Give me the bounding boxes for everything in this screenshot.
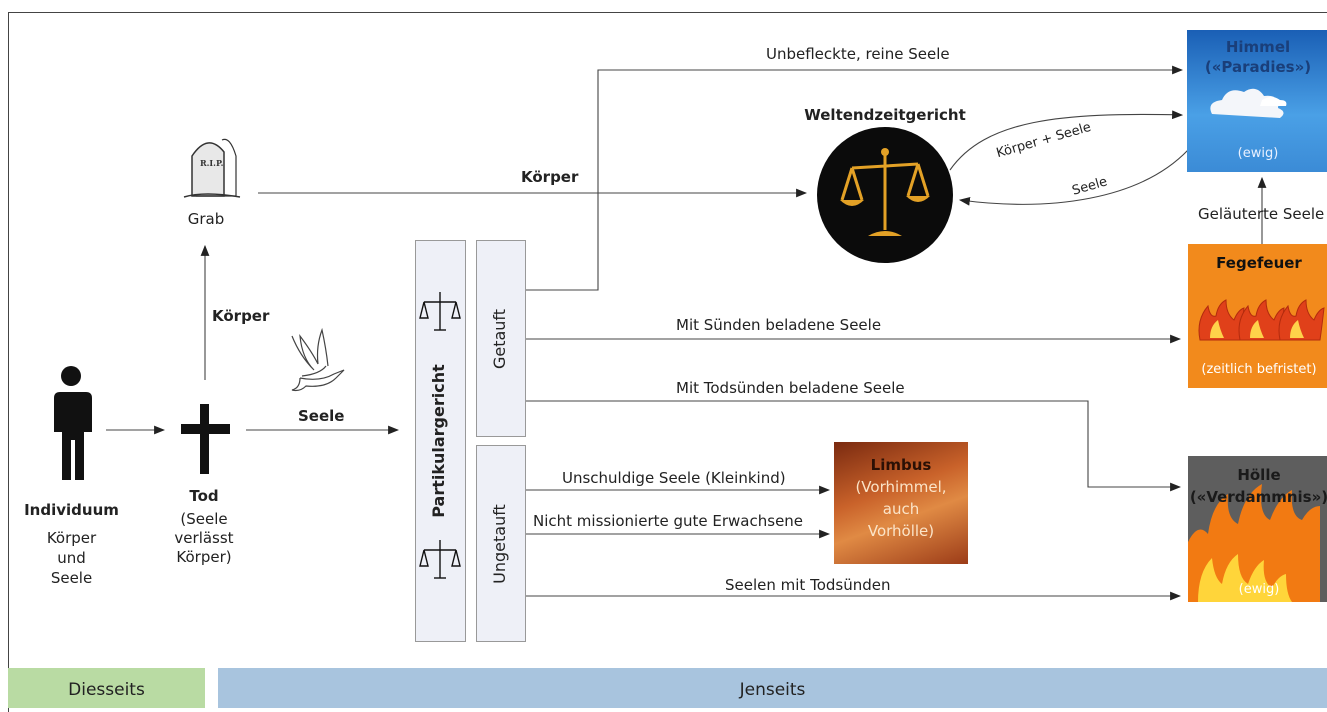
hell-subtitle: («Verdammnis») bbox=[1189, 488, 1327, 506]
purgatory-note: (zeitlich befristet) bbox=[1201, 362, 1317, 377]
individual-title: Individuum bbox=[24, 501, 119, 519]
limbo-line1: (Vorhimmel, bbox=[855, 478, 947, 496]
gravestone-text: R.I.P. bbox=[200, 158, 224, 168]
hell-title: Hölle bbox=[1237, 466, 1281, 484]
death-title: Tod bbox=[189, 487, 219, 505]
arrow-mortal-to-hell bbox=[526, 400, 1182, 492]
baptized-box bbox=[476, 240, 526, 437]
purgatory-title: Fegefeuer bbox=[1216, 254, 1302, 272]
death-line1: (Seele bbox=[180, 510, 228, 528]
arrow-heaven-to-judgment bbox=[958, 149, 1189, 206]
individual-line3: Seele bbox=[50, 569, 93, 587]
arrow-pure-soul-to-heaven bbox=[526, 65, 1184, 291]
heaven-subtitle: («Paradies») bbox=[1204, 58, 1312, 76]
limbo-line3: Vorhölle) bbox=[867, 522, 935, 540]
unmissioned-label: Nicht missionierte gute Erwachsene bbox=[533, 512, 804, 530]
mortal-sins-label: Mit Todsünden beladene Seele bbox=[676, 379, 905, 397]
limbo-title: Limbus bbox=[870, 456, 932, 474]
diagram-frame bbox=[8, 12, 1327, 712]
arrow-judgment-to-heaven bbox=[949, 110, 1184, 171]
hell-note: (ewig) bbox=[1238, 582, 1280, 597]
heaven-title: Himmel bbox=[1225, 38, 1291, 56]
this-world-region: Diesseits bbox=[8, 668, 205, 708]
innocent-label: Unschuldige Seele (Kleinkind) bbox=[562, 469, 786, 487]
hell-flames-icon bbox=[1188, 484, 1320, 602]
beyond-region: Jenseits bbox=[218, 668, 1327, 708]
individual-line1: Körper bbox=[46, 529, 97, 547]
hell-box: Hölle («Verdammnis») (ewig) bbox=[1188, 456, 1327, 602]
limbo-box: Limbus (Vorhimmel, auch Vorhölle) bbox=[834, 442, 968, 564]
limbo-line2: auch bbox=[882, 500, 920, 518]
soul-label: Seele bbox=[298, 407, 345, 425]
purified-label: Geläuterte Seele bbox=[1198, 205, 1325, 223]
unbaptized-box bbox=[476, 445, 526, 642]
final-judgment-title: Weltendzeitgericht bbox=[804, 106, 966, 124]
individual-line2: und bbox=[57, 549, 86, 567]
heaven-note: (ewig) bbox=[1237, 146, 1279, 161]
death-line2: verlässt bbox=[174, 529, 234, 547]
body-up-label: Körper bbox=[212, 307, 270, 325]
death-line3: Körper) bbox=[176, 548, 232, 566]
pure-soul-label: Unbefleckte, reine Seele bbox=[766, 45, 950, 63]
body-to-court-label: Körper bbox=[521, 168, 579, 186]
sins-label: Mit Sünden beladene Seele bbox=[676, 316, 882, 334]
grave-label: Grab bbox=[187, 210, 225, 228]
mortal-unbaptized-label: Seelen mit Todsünden bbox=[725, 576, 891, 594]
